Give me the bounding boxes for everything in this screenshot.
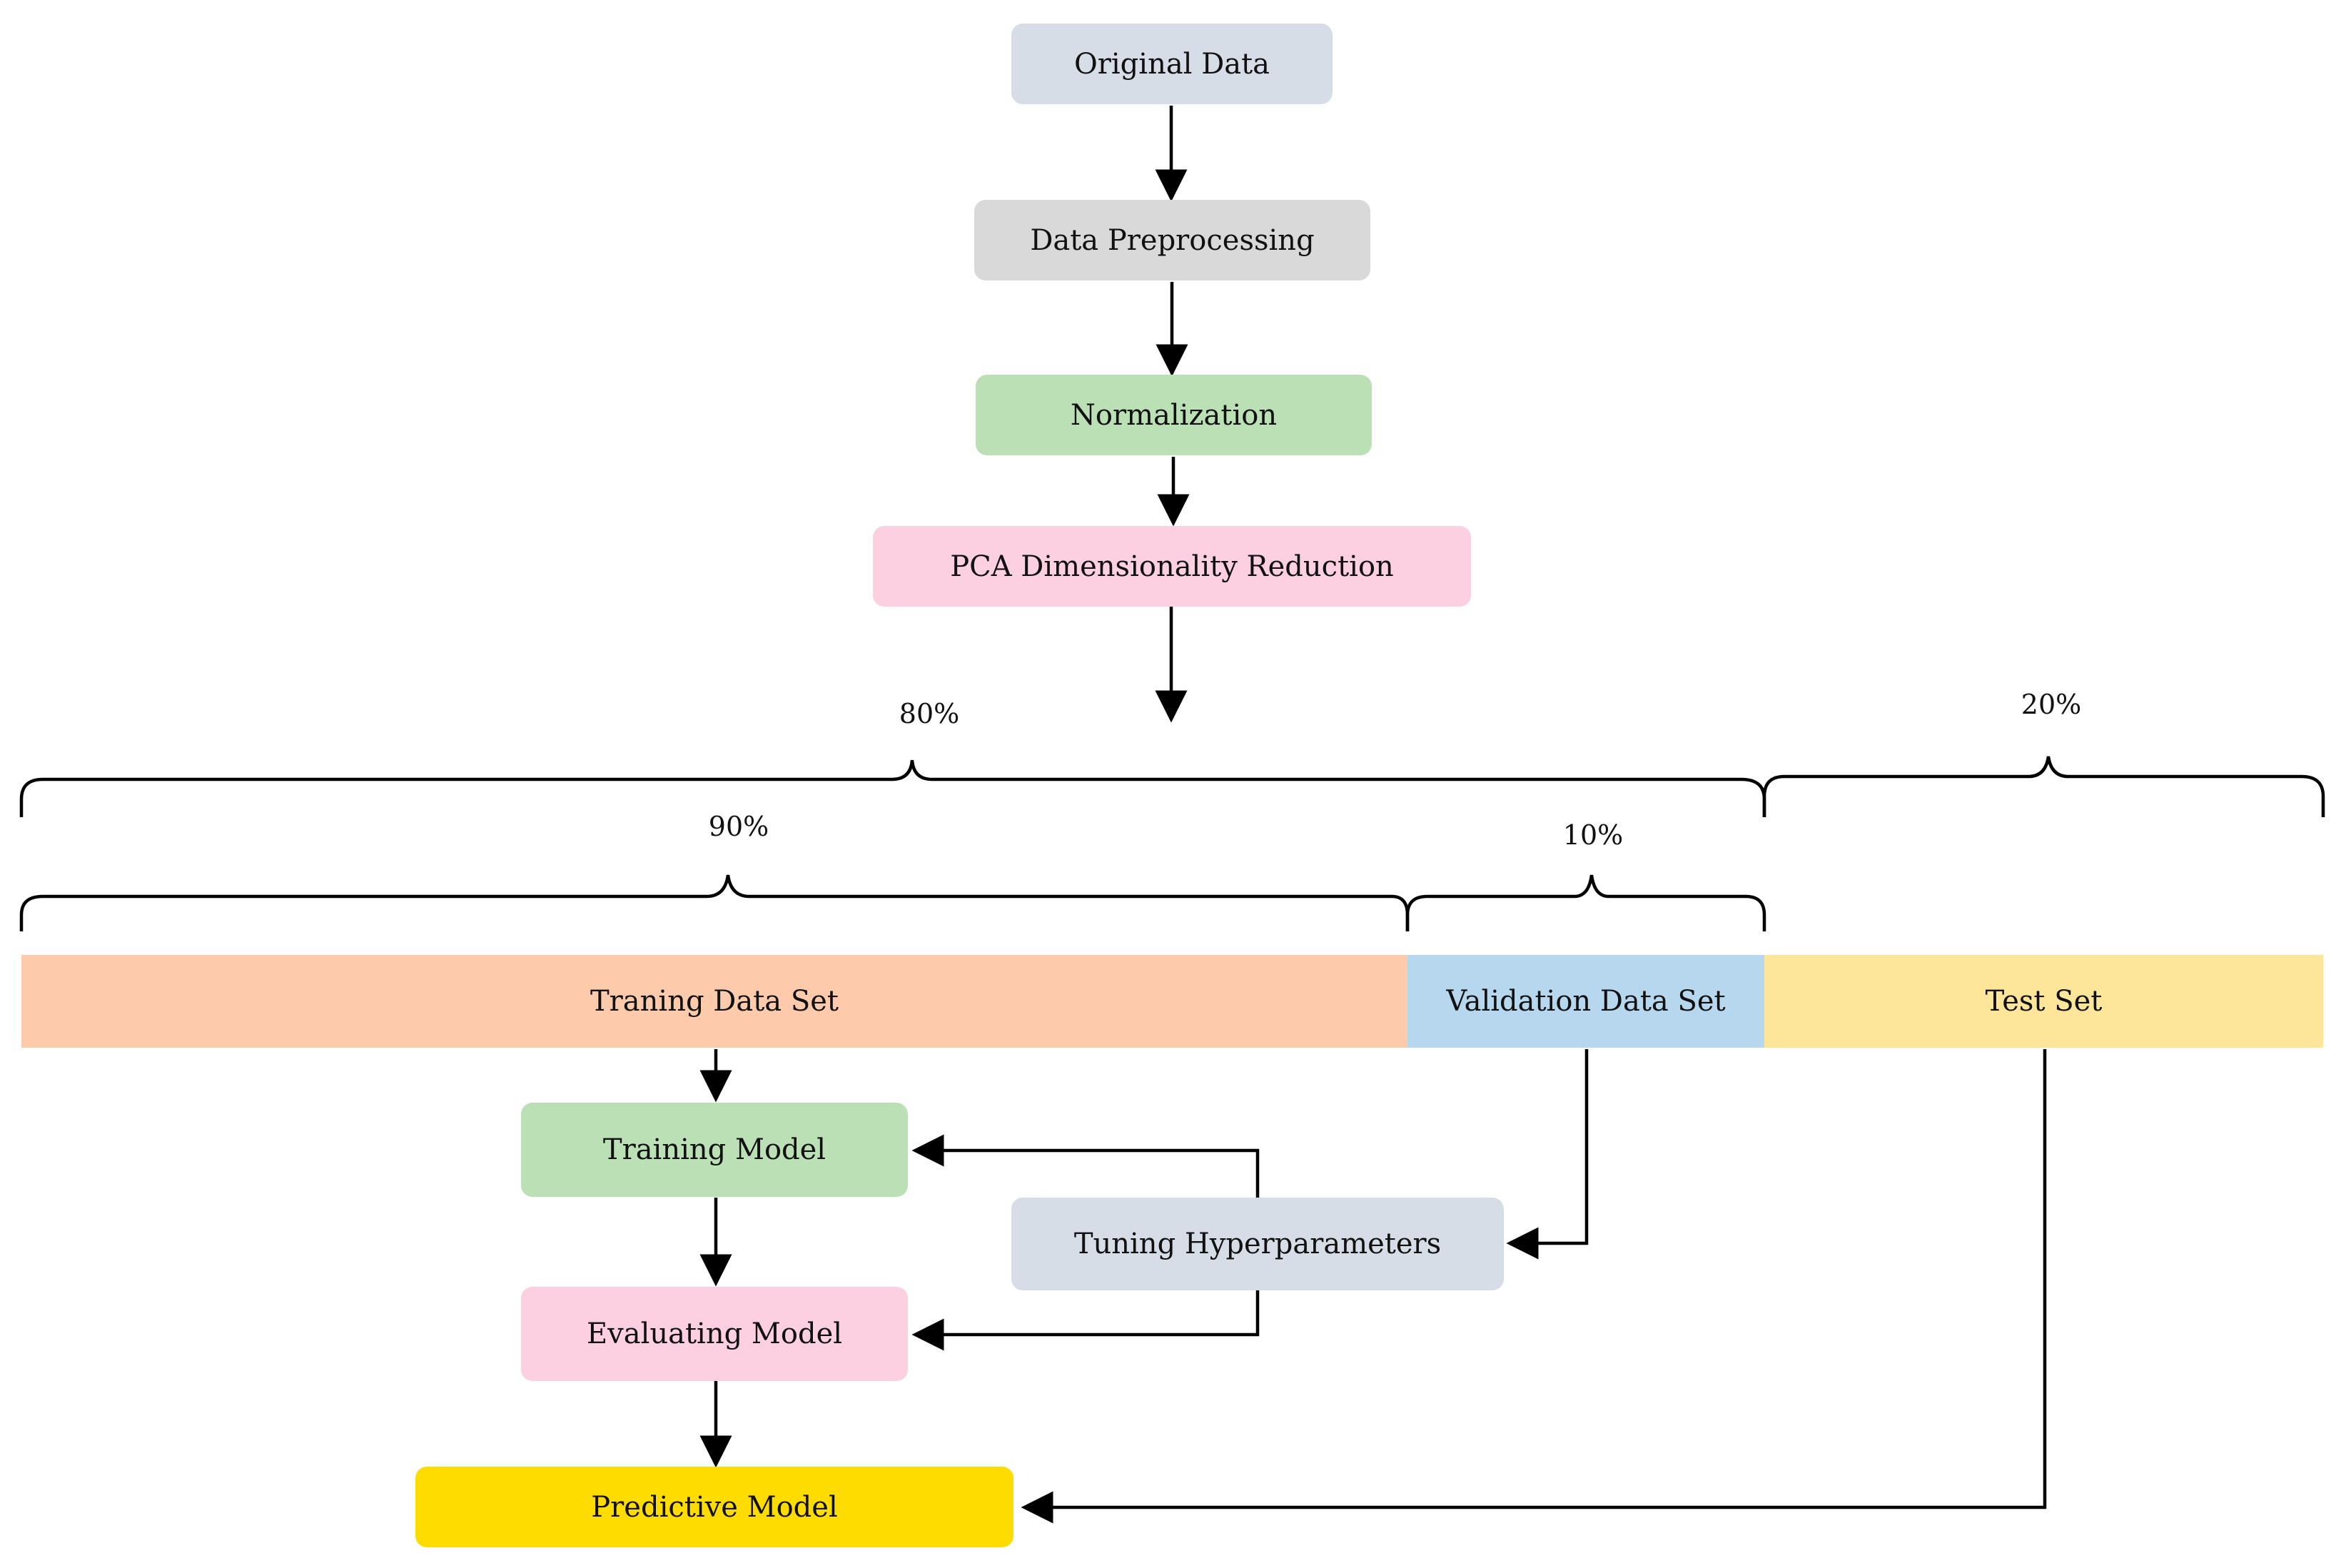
evaluating-model-node: Evaluating Model (521, 1287, 908, 1381)
original-data-node: Original Data (1011, 24, 1333, 104)
tuning-hyperparameters-node: Tuning Hyperparameters (1011, 1198, 1504, 1290)
predictive-model-node: Predictive Model (415, 1467, 1013, 1547)
validation-set-bar: Validation Data Set (1407, 955, 1764, 1048)
test-set-bar: Test Set (1764, 955, 2323, 1048)
data-preprocessing-label: Data Preprocessing (1030, 223, 1315, 257)
original-data-label: Original Data (1073, 47, 1270, 81)
brace-val (1405, 874, 1766, 931)
split-label-val: 10% (1562, 819, 1624, 851)
split-label-train: 90% (708, 811, 769, 842)
training-set-bar: Traning Data Set (21, 955, 1407, 1048)
split-label-test: 20% (2021, 689, 2082, 720)
pca-node: PCA Dimensionality Reduction (873, 526, 1471, 607)
brace-train-val (19, 759, 1766, 817)
brace-test (1762, 756, 2325, 817)
training-set-label: Traning Data Set (590, 985, 839, 1018)
test-set-label: Test Set (1985, 985, 2103, 1018)
training-model-node: Training Model (521, 1103, 908, 1197)
validation-set-label: Validation Data Set (1446, 985, 1726, 1018)
tuning-hyperparameters-label: Tuning Hyperparameters (1073, 1228, 1442, 1260)
arrow-tuning-to-evaluating (911, 1290, 1260, 1351)
arrow-test-to-predictive (1021, 1049, 2047, 1524)
brace-train (19, 874, 1410, 931)
training-model-label: Training Model (602, 1133, 826, 1166)
pca-label: PCA Dimensionality Reduction (950, 550, 1394, 583)
normalization-node: Normalization (976, 375, 1372, 455)
predictive-model-label: Predictive Model (591, 1490, 838, 1524)
normalization-label: Normalization (1070, 398, 1278, 432)
arrow-tuning-to-trainingmodel (911, 1134, 1260, 1198)
split-label-train-val: 80% (899, 698, 960, 729)
data-preprocessing-node: Data Preprocessing (974, 200, 1370, 280)
evaluating-model-label: Evaluating Model (586, 1317, 843, 1350)
arrow-validation-to-tuning (1506, 1049, 1589, 1260)
